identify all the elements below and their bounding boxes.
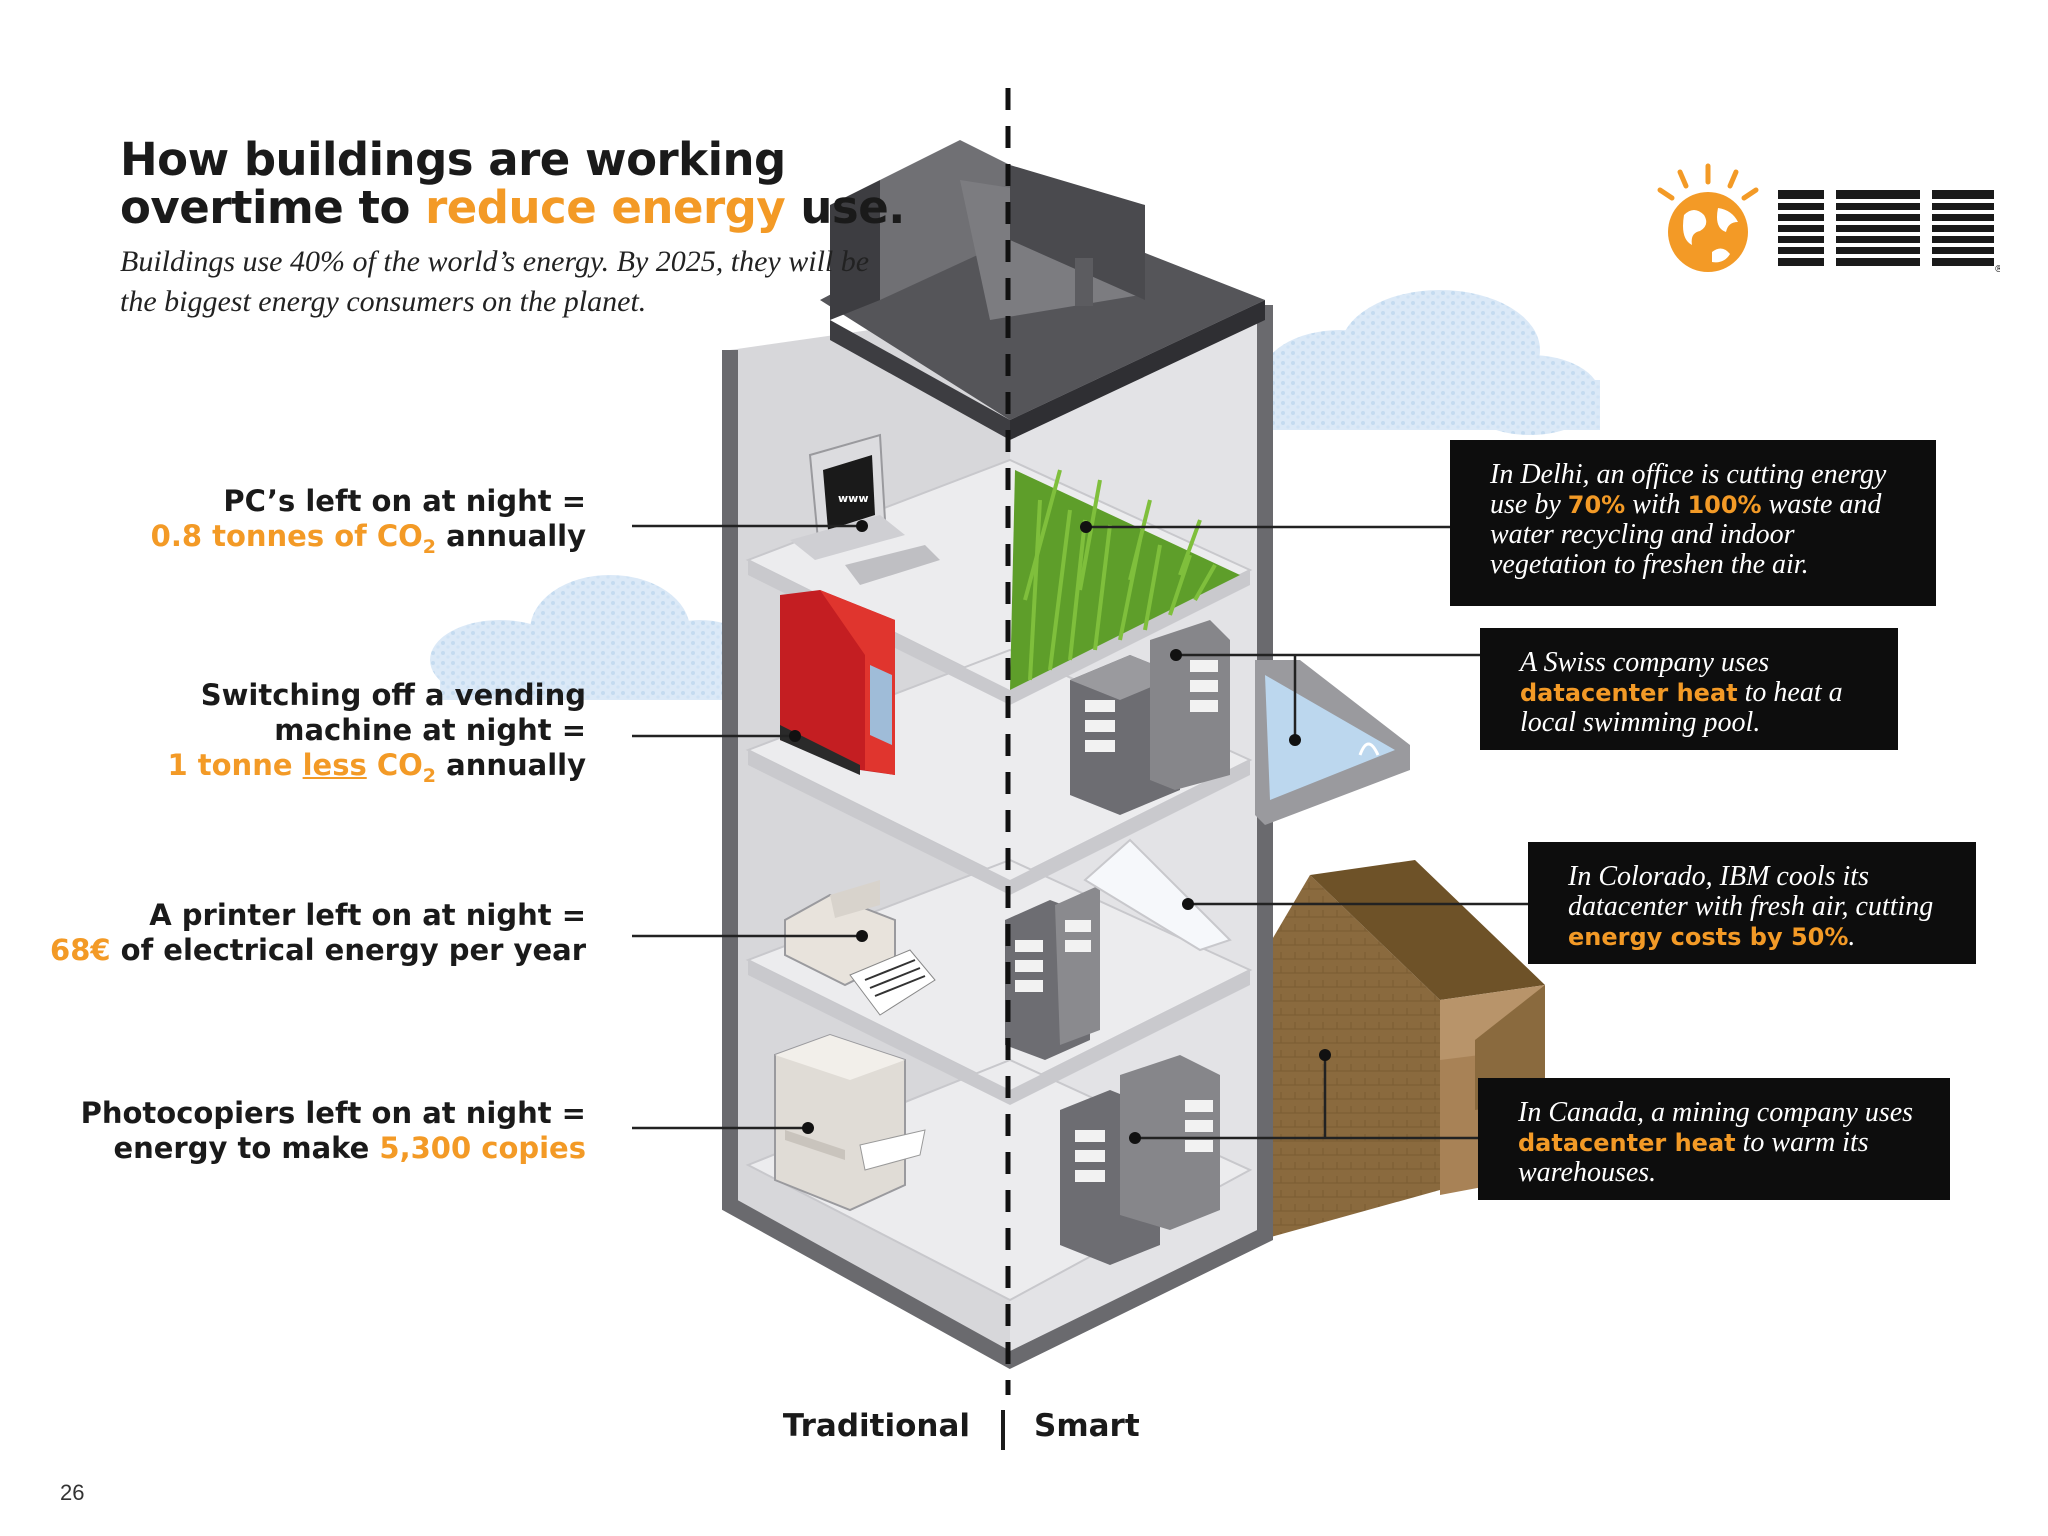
page-number: 26 [60, 1480, 85, 1505]
label-pc: PC’s left on at night = 0.8 tonnes of CO… [150, 484, 586, 558]
grass-icon [1010, 469, 1240, 690]
label-photocopier: Photocopiers left on at night = energy t… [80, 1096, 586, 1165]
legend-smart: Smart [1034, 1408, 1140, 1444]
photocopier-icon [774, 1033, 926, 1212]
title-line-1: How buildings are working [120, 133, 786, 186]
callout-colorado: In Colorado, IBM cools its datacenter wi… [1528, 842, 1976, 964]
window-icon [1083, 838, 1232, 952]
title-highlight: reduce energy [425, 181, 786, 234]
vending-machine-icon [780, 590, 895, 775]
callout-swiss: A Swiss company uses datacenter heat to … [1480, 628, 1898, 750]
cloud-right [1260, 290, 1600, 435]
svg-text:www: www [838, 492, 869, 505]
ibm-logo: ® [1640, 160, 2004, 280]
globe-sun-icon: ® [1657, 163, 2004, 275]
printer-icon [784, 880, 936, 1016]
label-printer: A printer left on at night = 68€ of elec… [50, 898, 586, 967]
computer-icon: www [790, 433, 940, 585]
legend-separator [1001, 1410, 1005, 1450]
callout-delhi: In Delhi, an office is cutting energy us… [1450, 440, 1936, 606]
callout-canada: In Canada, a mining company uses datacen… [1478, 1078, 1950, 1200]
title-line-2-prefix: overtime to [120, 181, 426, 234]
label-vending: Switching off a vending machine at night… [167, 678, 586, 787]
title-line-2: overtime to reduce energy use. [120, 184, 940, 232]
page-subtitle: Buildings use 40% of the world’s energy.… [120, 245, 870, 318]
svg-text:®: ® [1994, 264, 2000, 275]
server-rack-icon [1070, 620, 1230, 815]
swimming-pool-icon [1255, 660, 1410, 825]
legend-traditional: Traditional [782, 1408, 970, 1444]
server-rack-icon [1005, 885, 1100, 1060]
title-line-2-suffix: use. [785, 181, 905, 234]
page-title: How buildings are working overtime to re… [120, 136, 940, 232]
